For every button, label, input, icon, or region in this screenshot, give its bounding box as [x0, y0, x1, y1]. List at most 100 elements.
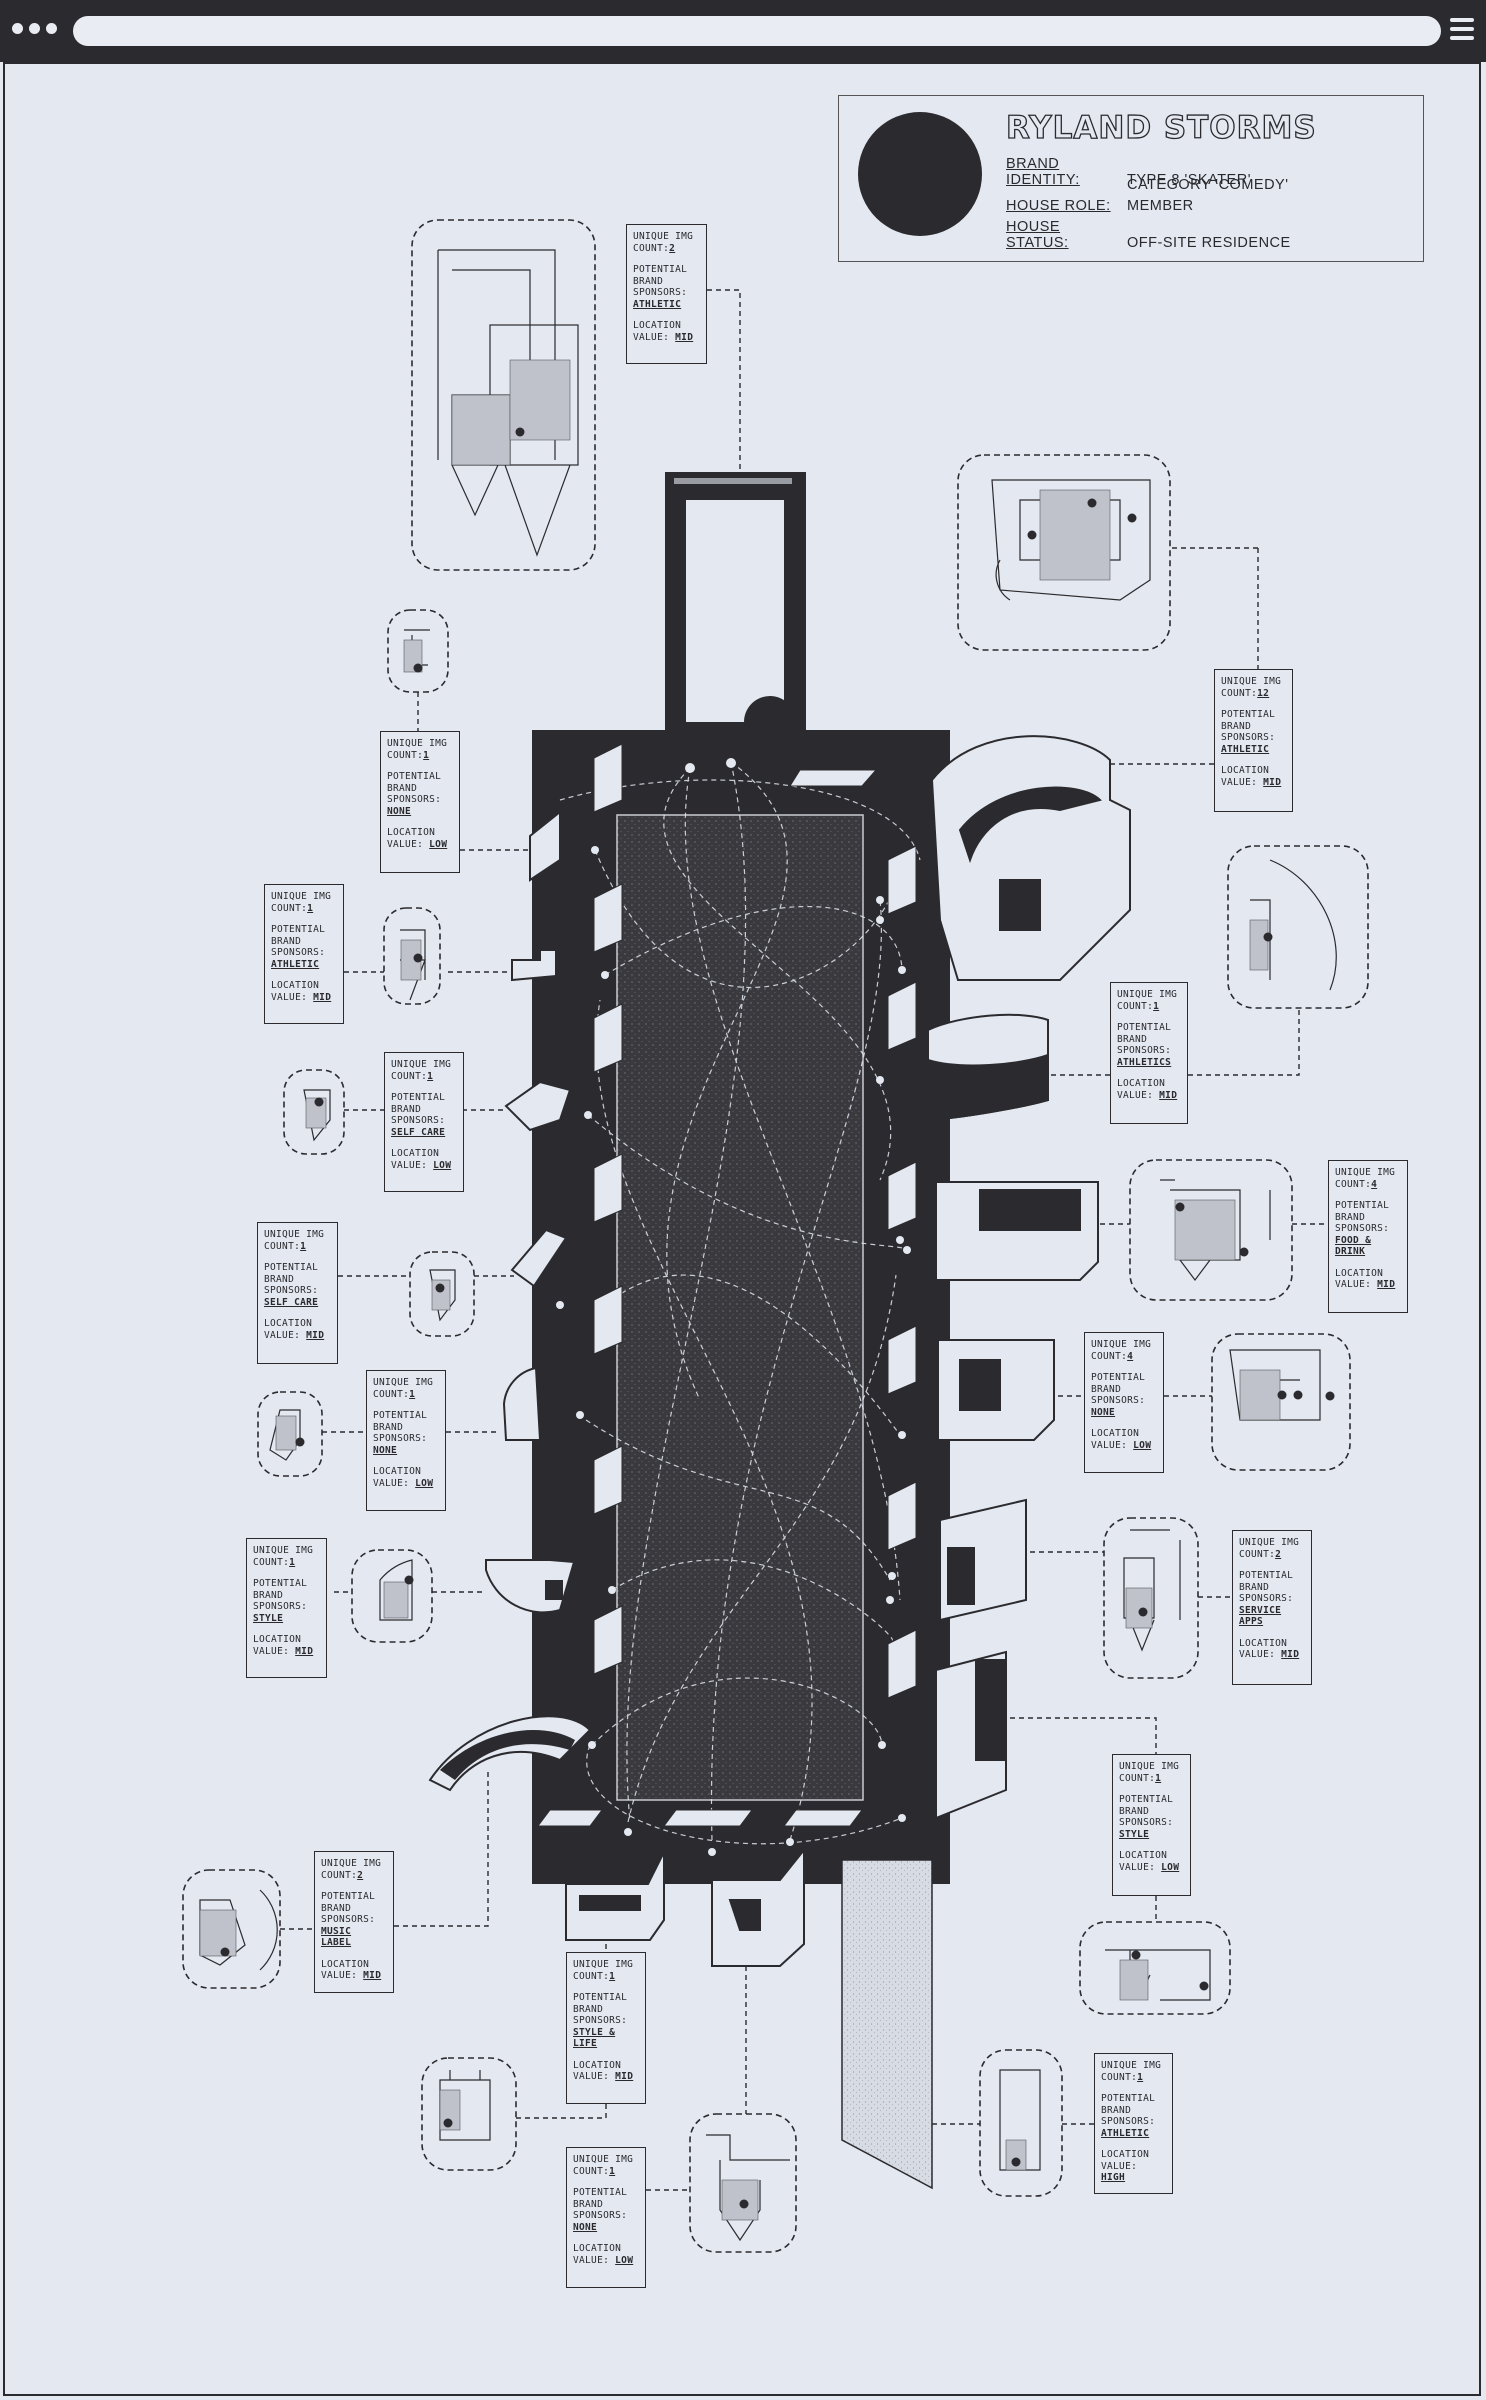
card-location-value: MID [675, 331, 694, 343]
card-sponsor-row: POTENTIAL BRAND SPONSORS: FOOD & DRINK [1335, 1200, 1401, 1258]
card-sponsors-value: ATHLETIC [633, 298, 682, 310]
card-count-label: UNIQUE IMG COUNT: [253, 1545, 314, 1568]
profile-row-value: MEMBER [1127, 198, 1194, 214]
card-count-label: UNIQUE IMG COUNT: [573, 1959, 634, 1982]
card-sponsors-value: MUSIC LABEL [321, 1925, 352, 1949]
card-sponsors-value: STYLE [253, 1612, 284, 1624]
card-sponsors-value: ATHLETICS [1117, 1056, 1172, 1068]
card-count-label: UNIQUE IMG COUNT: [1239, 1537, 1300, 1560]
window-dot-icon[interactable] [12, 23, 23, 34]
profile-name: RYLAND STORMS [1005, 109, 1317, 146]
card-location-value: MID [363, 1970, 382, 1981]
card-sponsors-label: POTENTIAL BRAND SPONSORS: [1091, 1372, 1146, 1406]
card-location-label: LOCATION VALUE: [1117, 1078, 1166, 1101]
card-location-label: LOCATION VALUE: [573, 2059, 622, 2083]
profile-row-value: TYPE 8 'SKATER' [1127, 172, 1251, 188]
sketch-bubble [1103, 1517, 1199, 1679]
card-count-row: UNIQUE IMG COUNT:2 [1239, 1537, 1305, 1560]
card-location-row: LOCATION VALUE: LOW [1091, 1428, 1157, 1451]
card-location-row: LOCATION VALUE: MID [253, 1634, 320, 1657]
card-count-label: UNIQUE IMG COUNT: [1091, 1339, 1152, 1362]
card-location-value: MID [615, 2071, 634, 2082]
address-bar[interactable] [73, 16, 1441, 46]
hamburger-menu-icon[interactable] [1450, 16, 1474, 42]
sketch-bubble [351, 1549, 433, 1643]
card-location-label: LOCATION VALUE: [387, 827, 436, 850]
card-location-value: MID [306, 1329, 325, 1341]
card-count-value: 1 [300, 1240, 307, 1252]
card-count-row: UNIQUE IMG COUNT:1 [373, 1377, 439, 1400]
card-sponsors-value: FOOD & DRINK [1335, 1234, 1372, 1258]
card-sponsors-value: NONE [1091, 1406, 1116, 1418]
card-location-row: LOCATION VALUE: LOW [1119, 1850, 1184, 1873]
card-sponsor-row: POTENTIAL BRAND SPONSORS: NONE [387, 771, 453, 817]
page-frame [3, 62, 1481, 2396]
card-location-value: MID [1263, 776, 1282, 788]
card-sponsor-row: POTENTIAL BRAND SPONSORS: NONE [1091, 1372, 1157, 1418]
profile-row-value: OFF-SITE RESIDENCE [1127, 235, 1291, 251]
card-sponsor-row: POTENTIAL BRAND SPONSORS: SELF CARE [391, 1092, 457, 1138]
card-location-label: LOCATION VALUE: [391, 1148, 440, 1171]
card-count-value: 1 [1155, 1772, 1162, 1784]
card-count-row: UNIQUE IMG COUNT:1 [387, 738, 453, 761]
card-count-label: UNIQUE IMG COUNT: [1117, 989, 1178, 1012]
card-sponsor-row: POTENTIAL BRAND SPONSORS: ATHLETICS [1117, 1022, 1181, 1068]
card-sponsors-label: POTENTIAL BRAND SPONSORS: [321, 1891, 376, 1925]
house-diagram [182, 219, 1369, 2253]
card-sponsors-label: POTENTIAL BRAND SPONSORS: [387, 771, 442, 805]
courtyard [616, 814, 864, 1801]
card-sponsor-row: POTENTIAL BRAND SPONSORS: ATHLETIC [1101, 2093, 1166, 2139]
profile-row-brand-identity: BRAND IDENTITY:TYPE 8 'SKATER' [1006, 156, 1251, 188]
card-count-label: UNIQUE IMG COUNT: [264, 1229, 325, 1252]
card-sponsors-value: NONE [387, 805, 412, 817]
card-sponsor-row: POTENTIAL BRAND SPONSORS: ATHLETIC [1221, 709, 1286, 755]
profile-row-house-status: HOUSE STATUS:OFF-SITE RESIDENCE [1006, 219, 1291, 251]
card-sponsors-value: ATHLETIC [271, 958, 320, 970]
profile-row-label: HOUSE ROLE: [1006, 198, 1111, 214]
card-location-row: LOCATION VALUE: MID [1335, 1268, 1401, 1291]
profile-row-value: CATEGORY 'COMEDY' [1127, 177, 1289, 193]
card-sponsors-value: SELF CARE [391, 1126, 446, 1138]
card-location-row: LOCATION VALUE: LOW [387, 827, 453, 850]
card-location-row: LOCATION VALUE: MID [1239, 1638, 1305, 1661]
sketch-bubble [1211, 1333, 1351, 1471]
card-sponsors-label: POTENTIAL BRAND SPONSORS: [391, 1092, 446, 1126]
window-dot-icon[interactable] [29, 23, 40, 34]
card-sponsors-label: POTENTIAL BRAND SPONSORS: [1221, 709, 1276, 743]
card-location-label: LOCATION VALUE: [1221, 765, 1270, 788]
card-sponsor-row: POTENTIAL BRAND SPONSORS: SELF CARE [264, 1262, 331, 1308]
card-count-row: UNIQUE IMG COUNT:2 [321, 1858, 387, 1881]
card-location-value: LOW [415, 1477, 434, 1489]
card-location-label: LOCATION VALUE: [1101, 2149, 1150, 2172]
card-count-value: 1 [423, 749, 430, 761]
sketch-bubble [421, 2057, 517, 2171]
card-sponsors-label: POTENTIAL BRAND SPONSORS: [573, 1992, 628, 2026]
card-count-value: 4 [1127, 1350, 1134, 1362]
card-location-label: LOCATION VALUE: [373, 1466, 422, 1489]
profile-row-house-role: HOUSE ROLE: MEMBER [1006, 198, 1194, 214]
card-count-row: UNIQUE IMG COUNT:1 [573, 2154, 639, 2177]
card-location-value: LOW [1133, 1439, 1152, 1451]
profile-card: RYLAND STORMS BRAND IDENTITY:TYPE 8 'SKA… [838, 95, 1424, 262]
card-location-row: LOCATION VALUE: LOW [573, 2243, 639, 2266]
window-dot-icon[interactable] [46, 23, 57, 34]
card-location-label: LOCATION VALUE: [633, 320, 682, 343]
card-location-row: LOCATION VALUE: MID [264, 1318, 331, 1341]
card-count-value: 4 [1371, 1178, 1378, 1190]
card-count-label: UNIQUE IMG COUNT: [373, 1377, 434, 1400]
card-location-label: LOCATION VALUE: [321, 1958, 370, 1982]
card-sponsors-value: STYLE [1119, 1828, 1150, 1840]
avatar [858, 112, 982, 236]
card-count-row: UNIQUE IMG COUNT:1 [573, 1959, 639, 1982]
